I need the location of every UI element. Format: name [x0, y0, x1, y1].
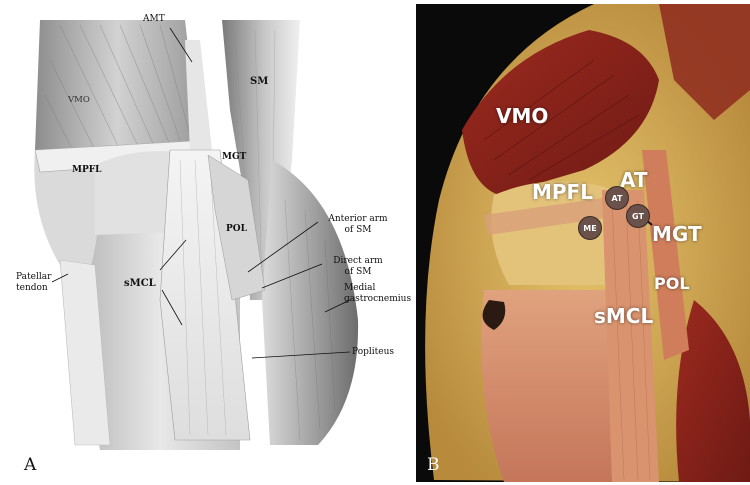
- upper-muscle-strip: [659, 4, 750, 120]
- label-medial-gastrocnemius: Medial gastrocnemius: [344, 283, 412, 304]
- panel-b-letter: B: [427, 455, 440, 475]
- photo-label-smcl: sMCL: [594, 304, 654, 328]
- badge-me: ME: [578, 216, 602, 240]
- panel-a-letter: A: [24, 455, 37, 475]
- vmo-muscle: [35, 20, 200, 165]
- label-sm: SM: [250, 76, 269, 87]
- dissection-photo: [414, 0, 750, 485]
- label-mgt: MGT: [222, 152, 247, 162]
- label-vmo: VMO: [68, 95, 90, 105]
- anterior-arm-leader-line: [247, 221, 319, 273]
- badge-gt: GT: [626, 204, 650, 228]
- knee-illustration: [34, 20, 359, 450]
- panel-a-illustration: AMT SM VMO MPFL MGT POL Anterior arm of …: [16, 14, 412, 475]
- amt-leader-line: [169, 27, 193, 63]
- badge-at: AT: [605, 186, 629, 210]
- photo-label-mpfl: MPFL: [532, 180, 593, 204]
- tibia-photo: [481, 290, 624, 482]
- joint-shadow: [482, 300, 506, 330]
- pol-photo: [642, 150, 689, 360]
- label-mpfl: MPFL: [72, 165, 102, 175]
- label-amt: AMT: [143, 14, 165, 24]
- smcl-photo: [602, 190, 659, 482]
- pol-ligament: [207, 154, 266, 301]
- label-pol: POL: [226, 224, 247, 234]
- label-patellar-tendon: Patellar tendon: [16, 272, 52, 293]
- smcl-leader-line-upper: [159, 239, 187, 271]
- direct-arm-leader-line: [261, 263, 323, 289]
- photo-label-vmo: VMO: [496, 104, 549, 128]
- label-anterior-arm-sm: Anterior arm of SM: [328, 214, 388, 235]
- mpfl-photo: [484, 195, 626, 235]
- label-smcl: sMCL: [124, 278, 156, 289]
- photo-label-mgt: MGT: [652, 222, 702, 246]
- patella-bone: [34, 150, 99, 270]
- patellar-tendon: [59, 259, 111, 446]
- label-direct-arm-sm: Direct arm of SM: [333, 256, 383, 277]
- panel-b-photo: VMO MPFL AT MGT POL sMCL AT GT ME B: [414, 0, 750, 485]
- medial-gastrocnemius-muscle: [262, 160, 359, 445]
- gastrocnemius-leader-line: [324, 299, 351, 313]
- gastrocnemius-photo: [676, 300, 750, 482]
- smcl-leader-line-lower: [161, 289, 183, 326]
- label-popliteus: Popliteus: [352, 347, 394, 357]
- popliteus-leader-line: [251, 351, 351, 359]
- photo-label-pol: POL: [654, 274, 690, 293]
- amt-tendon: [185, 40, 212, 152]
- patellar-tendon-leader-line: [51, 273, 69, 283]
